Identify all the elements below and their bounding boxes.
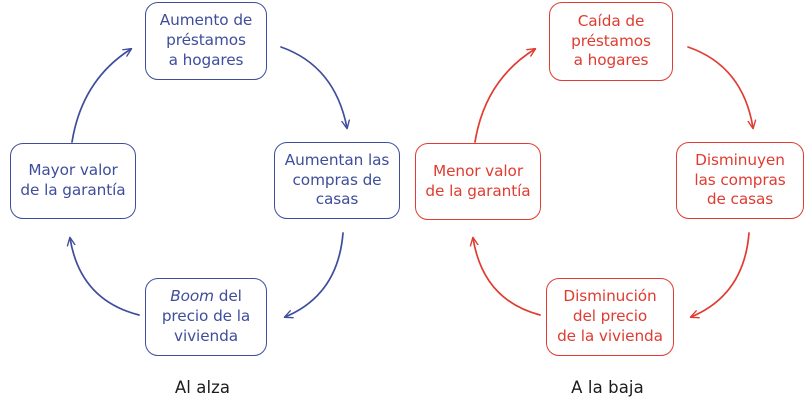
arrow-bottom-to-left [70,238,140,316]
node-al-alza-left: Mayor valor de la garantía [10,143,136,219]
arrow-top-to-right [280,46,347,128]
node-al-alza-bottom: Boom del precio de la vivienda [145,278,267,356]
node-a-la-baja-left: Menor valor de la garantía [415,143,541,220]
node-label-rest: del [218,287,242,306]
node-a-la-baja-right: Disminuyen las compras de casas [676,142,804,219]
cycle-a-la-baja: Caída de préstamos a hogares Disminuyen … [405,0,810,414]
node-label: Mayor valor de la garantía [20,161,126,199]
cycle-al-alza: Aumento de préstamos a hogares Aumentan … [10,2,400,397]
node-label: Aumentan las compras de casas [284,150,390,209]
arrow-left-to-top [71,49,131,143]
arrow-bottom-to-left [473,238,541,316]
node-label: Aumento de préstamos a hogares [159,11,253,69]
node-a-la-baja-top: Caída de préstamos a hogares [549,2,673,81]
node-al-alza-right: Aumentan las compras de casas [274,142,400,219]
node-label: Boom del precio de la vivienda [161,287,251,345]
node-label: Menor valor de la garantía [425,161,531,200]
cycle-caption-al-alza: Al alza [174,378,231,397]
arrow-top-to-right [687,46,753,128]
node-label: Disminución del precio de la vivienda [557,287,663,345]
node-a-la-baja-bottom: Disminución del precio de la vivienda [546,278,674,356]
cycle-caption-a-la-baja: A la baja [571,378,644,397]
arrow-right-to-bottom [691,232,750,317]
node-al-alza-top: Aumento de préstamos a hogares [145,2,267,80]
arrow-left-to-top [474,49,535,143]
arrow-right-to-bottom [285,232,344,317]
node-label: Disminuyen las compras de casas [694,150,786,209]
node-label: Caída de préstamos a hogares [571,11,651,70]
